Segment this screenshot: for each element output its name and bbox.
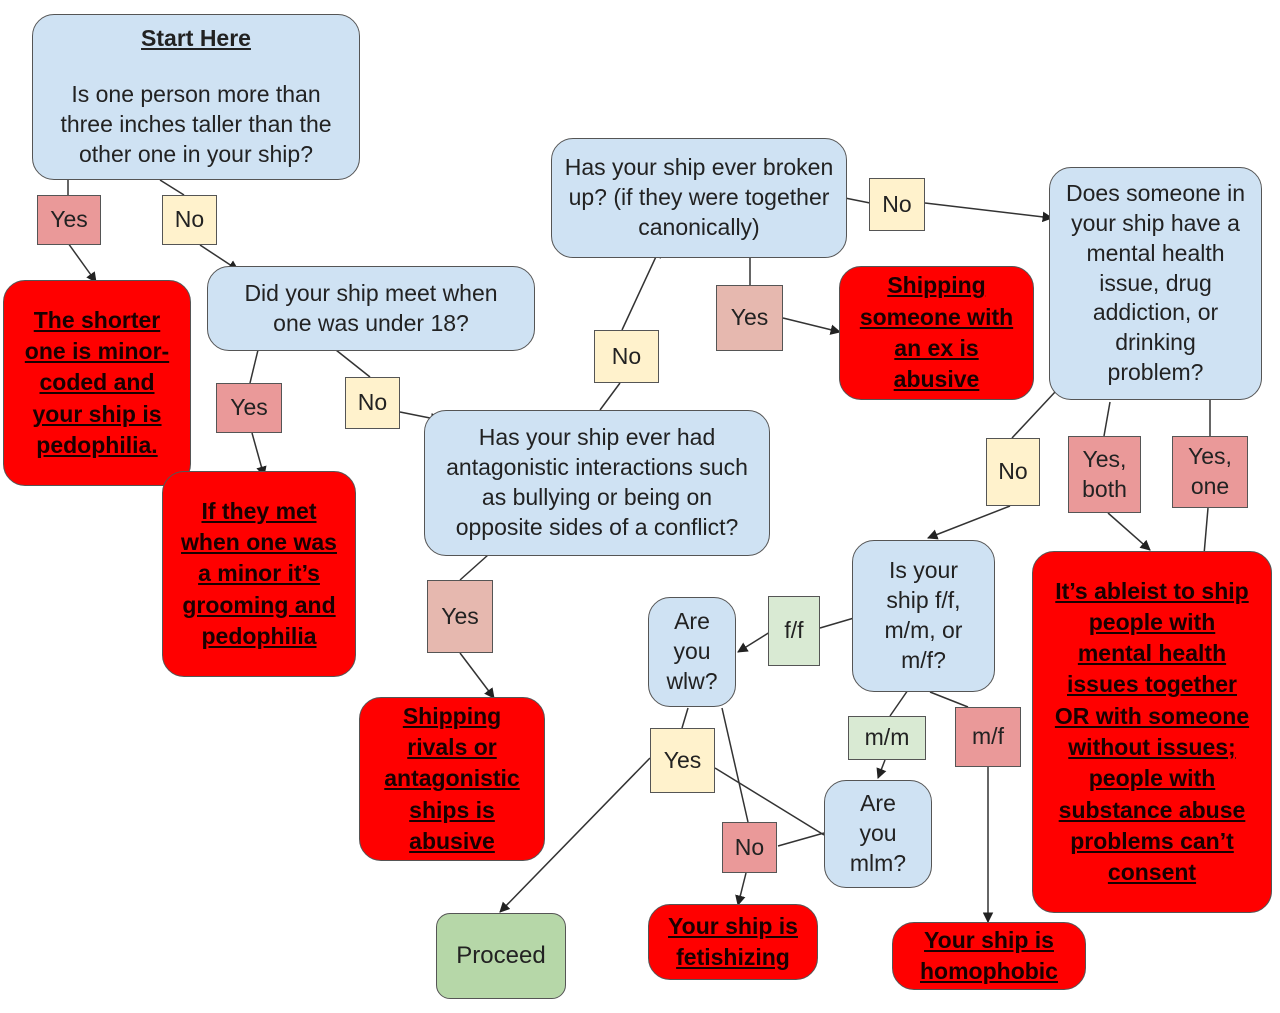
label-broken-no: No [869, 178, 925, 231]
edge-no-fetishizing [735, 872, 747, 907]
edge-no-broken [621, 247, 661, 331]
result-ex-text: Shipping someone with an ex is abusive [859, 272, 1014, 393]
edge-yes-rivals [459, 652, 495, 699]
result-fetishizing-text: Your ship is fetishizing [668, 912, 798, 970]
label-mental-yes-one: Yes, one [1172, 436, 1248, 508]
edge-no-meet [199, 244, 239, 271]
edge-gender-mf [929, 691, 969, 708]
edge-mlm-yes [714, 767, 825, 836]
question-gender-text: Is your ship f/f, m/m, or m/f? [884, 557, 963, 673]
result-pedophilia-text: The shorter one is minor-coded and your … [24, 306, 170, 458]
result-homophobic: Your ship is homophobic [892, 922, 1086, 990]
edge-mental-yesboth [1103, 401, 1111, 437]
label-broken-yes: Yes [716, 285, 783, 351]
result-rivals-text: Shipping rivals or antagonistic ships is… [384, 702, 520, 854]
result-proceed-text: Proceed [456, 942, 546, 970]
result-grooming: If they met when one was a minor it’s gr… [162, 471, 356, 677]
start-title: Start Here [141, 25, 251, 52]
result-pedophilia: The shorter one is minor-coded and your … [3, 280, 191, 486]
edge-gender-mm [889, 689, 909, 717]
edge-mlm-no [777, 832, 825, 847]
result-ex-abusive: Shipping someone with an ex is abusive [839, 266, 1034, 400]
label-antagonistic-yes: Yes [427, 580, 493, 653]
edge-gender-ff [819, 617, 855, 629]
label-mental-yes-both: Yes, both [1068, 436, 1141, 513]
edge-yesboth-ableist [1107, 512, 1151, 551]
edge-ff-wlw [737, 631, 771, 653]
result-homophobic-text: Your ship is homophobic [920, 926, 1058, 984]
edge-meet-yes [249, 349, 259, 384]
question-meet-under-18: Did your ship meet when one was under 18… [207, 266, 535, 351]
question-antagonistic: Has your ship ever had antagonistic inte… [424, 410, 770, 556]
start-question: Is one person more than three inches tal… [60, 81, 332, 167]
edge-yes-pedophilia [67, 242, 97, 283]
question-mental-text: Does someone in your ship have a mental … [1066, 179, 1245, 386]
edge-broken-no [844, 197, 871, 204]
result-fetishizing: Your ship is fetishizing [648, 904, 818, 980]
label-gender-mm: m/m [848, 716, 926, 760]
result-grooming-text: If they met when one was a minor it’s gr… [181, 497, 337, 649]
question-mlm-text: Are you mlm? [849, 790, 907, 876]
result-ableist-text: It’s ableist to ship people with mental … [1054, 577, 1250, 886]
start-node: Start Here Is one person more than three… [32, 14, 360, 180]
question-antagonistic-text: Has your ship ever had antagonistic inte… [446, 424, 748, 540]
question-mlm: Are you mlm? [824, 780, 932, 888]
result-proceed: Proceed [436, 913, 566, 999]
question-broken-up: Has your ship ever broken up? (if they w… [551, 138, 847, 258]
label-gender-ff: f/f [768, 596, 820, 666]
edge-meet-no [335, 349, 371, 378]
label-start-no: No [162, 195, 217, 245]
edge-antagonistic-no [599, 382, 621, 411]
question-meet-text: Did your ship meet when one was under 18… [244, 279, 498, 336]
edge-antagonistic-yes [459, 554, 489, 581]
edge-yes-proceed [499, 757, 651, 913]
edge-yes-grooming [251, 432, 267, 478]
edge-wlw-yes [681, 707, 689, 729]
edge-no-mental [924, 202, 1054, 223]
question-wlw-text: Are you wlw? [666, 608, 718, 694]
result-rivals-abusive: Shipping rivals or antagonistic ships is… [359, 697, 545, 861]
question-gender: Is your ship f/f, m/m, or m/f? [852, 540, 995, 692]
label-mental-no: No [986, 438, 1040, 506]
edge-wlw-no [721, 707, 749, 823]
edge-mental-no [1011, 391, 1056, 439]
question-mental-health: Does someone in your ship have a mental … [1049, 167, 1262, 400]
edge-mm-mlm [876, 759, 887, 779]
label-wlw-no: No [722, 822, 777, 873]
label-antagonistic-no: No [594, 330, 659, 383]
label-wlw-yes: Yes [650, 728, 715, 793]
question-wlw: Are you wlw? [648, 597, 736, 707]
label-meet-no: No [345, 377, 400, 429]
label-meet-yes: Yes [216, 383, 282, 433]
label-start-yes: Yes [37, 195, 101, 245]
result-ableist: It’s ableist to ship people with mental … [1032, 551, 1272, 913]
label-gender-mf: m/f [955, 707, 1021, 767]
question-broken-text: Has your ship ever broken up? (if they w… [564, 154, 834, 240]
edge-yes-ex [782, 317, 842, 335]
edge-start-no [159, 179, 185, 196]
edge-no-gender [927, 505, 1011, 540]
